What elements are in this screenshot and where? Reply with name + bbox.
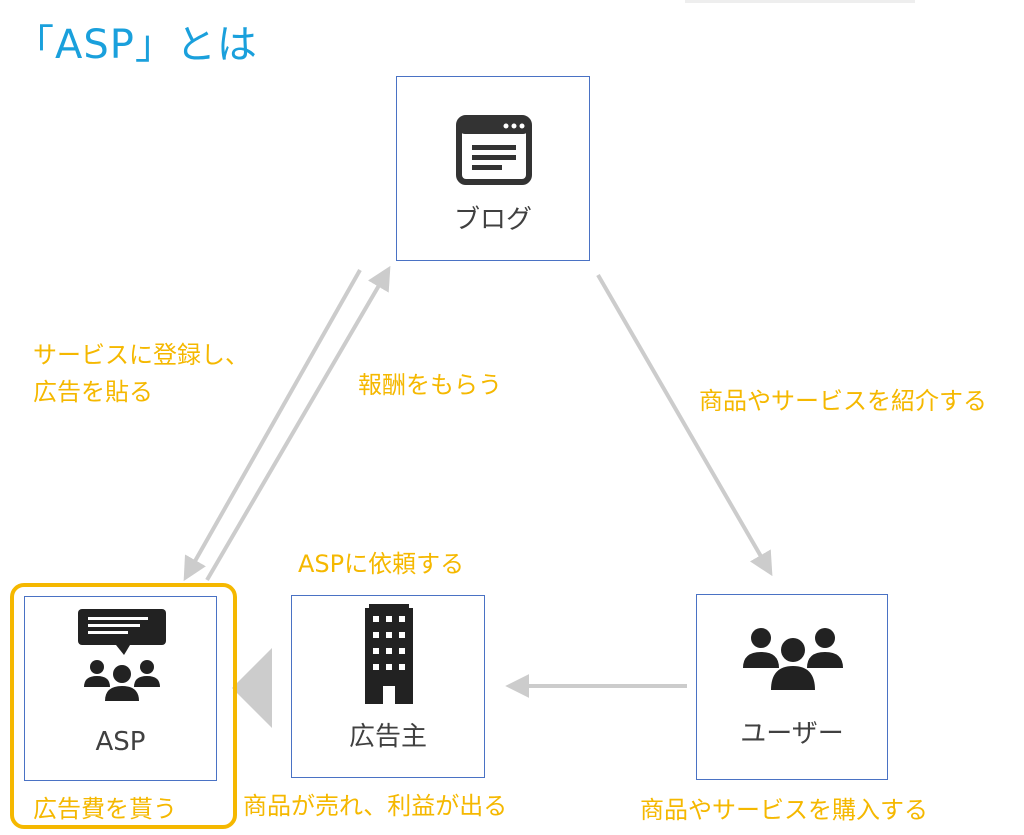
asp-node: ASP <box>24 596 217 781</box>
register-label-line2: 広告を貼る <box>33 378 153 406</box>
arrow-asp-to-blog <box>205 265 391 582</box>
asp-highlight-frame <box>10 583 237 829</box>
building-icon <box>365 604 413 704</box>
asp-label: ASP <box>95 727 146 757</box>
advertiser-node: 広告主 <box>291 595 485 778</box>
browser-window-icon <box>456 115 532 185</box>
ad-fee-label: 広告費を貰う <box>33 795 177 823</box>
introduce-label: 商品やサービスを紹介する <box>699 387 987 415</box>
top-divider <box>685 0 915 3</box>
blog-label: ブログ <box>453 205 532 235</box>
people-chat-icon <box>78 609 166 701</box>
page-title: 「ASP」とは <box>14 22 258 68</box>
user-label: ユーザー <box>740 719 844 749</box>
advertiser-label: 広告主 <box>348 722 427 752</box>
reward-label: 報酬をもらう <box>358 371 502 399</box>
group-people-icon <box>743 628 843 690</box>
arrow-blog-to-user <box>596 273 773 577</box>
arrow-blog-to-asp <box>183 269 362 582</box>
arrow-advertiser-to-asp <box>232 648 272 728</box>
register-label-line1: サービスに登録し、 <box>33 341 249 369</box>
profit-label: 商品が売れ、利益が出る <box>243 792 508 820</box>
purchase-label: 商品やサービスを購入する <box>640 796 928 824</box>
blog-node: ブログ <box>396 76 590 261</box>
user-node: ユーザー <box>696 594 888 780</box>
request-label: ASPに依頼する <box>298 550 465 578</box>
